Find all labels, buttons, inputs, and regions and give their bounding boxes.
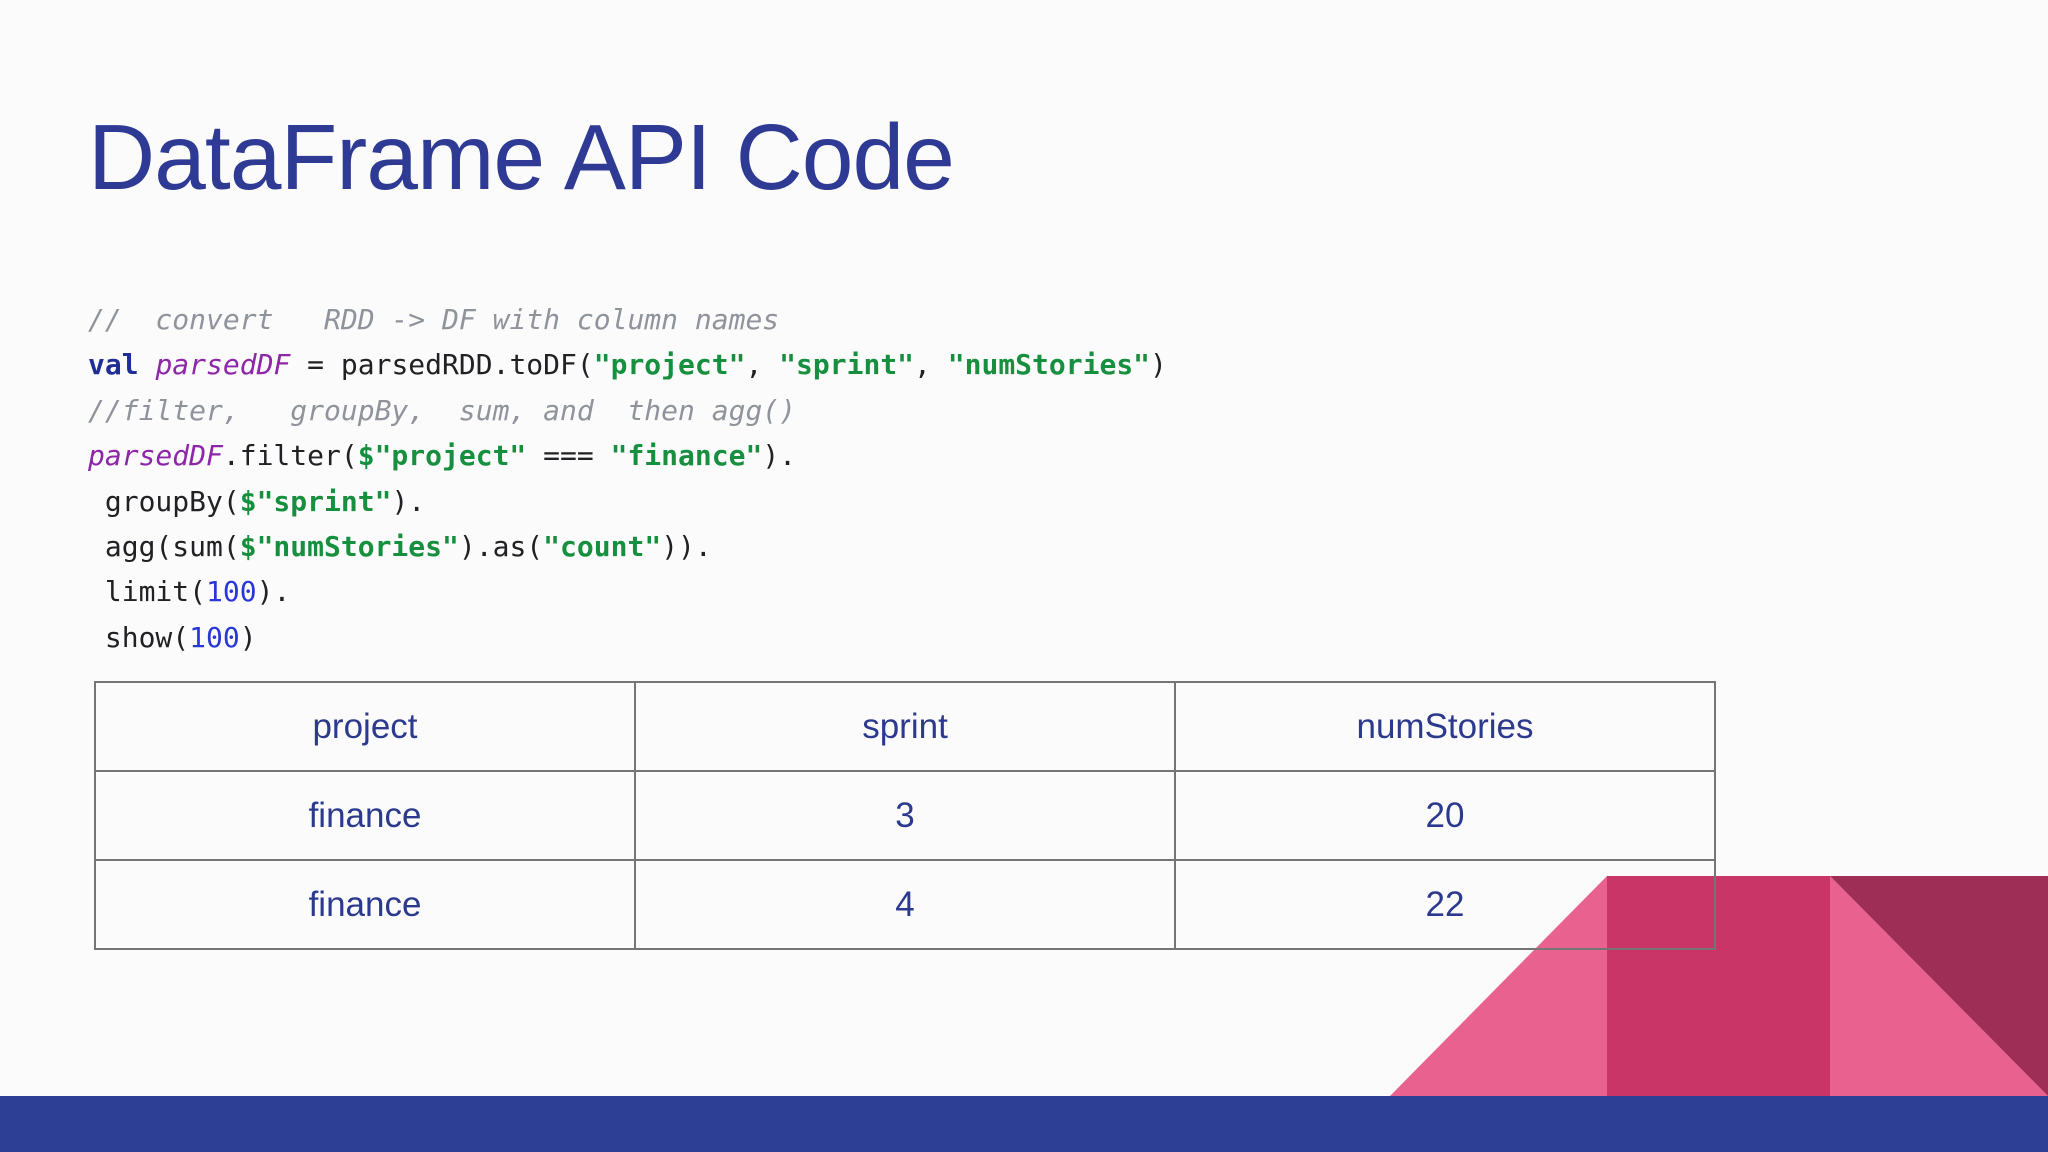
table-cell: finance — [94, 770, 636, 861]
code-token-pl: groupBy( — [88, 484, 240, 518]
code-token-pl: limit( — [88, 575, 207, 609]
table-cell: 3 — [634, 770, 1176, 861]
code-token-str: "numStories" — [947, 348, 1151, 382]
code-token-pl — [139, 348, 156, 381]
code-token-str: $"project" — [357, 439, 527, 473]
code-token-pl: = parsedRDD.toDF( — [290, 348, 594, 382]
code-token-pl: agg(sum( — [88, 529, 240, 563]
maroon-triangle-corner-shape — [1830, 876, 2048, 1096]
code-token-cm: // convert RDD -> DF with column names — [88, 303, 780, 336]
code-line: parsedDF.filter($"project" === "finance"… — [88, 433, 1167, 478]
code-token-num: 100 — [206, 575, 257, 609]
code-line: val parsedDF = parsedRDD.toDF("project",… — [88, 342, 1167, 387]
code-line: groupBy($"sprint"). — [88, 479, 1167, 524]
code-token-pl: )). — [661, 529, 712, 563]
table-header-cell: numStories — [1174, 681, 1716, 772]
code-line: // convert RDD -> DF with column names — [88, 297, 1167, 342]
bottom-blue-bar — [0, 1096, 2048, 1152]
table-header-cell: project — [94, 681, 636, 772]
code-token-pl: .filter( — [222, 439, 358, 473]
code-token-pl: ).as( — [458, 529, 544, 563]
table-header-cell: sprint — [634, 681, 1176, 772]
code-token-pl: , — [914, 348, 948, 382]
code-line: //filter, groupBy, sum, and then agg() — [88, 388, 1167, 433]
code-token-cm: //filter, groupBy, sum, and then agg() — [88, 393, 797, 427]
code-token-pl: ) — [1150, 348, 1167, 382]
code-token-str: $"numStories" — [239, 529, 459, 563]
code-token-str: "sprint" — [779, 348, 915, 382]
code-block: // convert RDD -> DF with column names va… — [88, 297, 1167, 660]
code-token-pl: === — [526, 439, 611, 473]
slide-title: DataFrame API Code — [88, 105, 955, 209]
code-token-pl: ). — [256, 575, 291, 609]
code-token-pl: ). — [762, 439, 797, 473]
code-token-pl: show( — [88, 620, 190, 654]
code-token-var: parsedDF — [155, 348, 291, 382]
code-line: agg(sum($"numStories").as("count")). — [88, 524, 1167, 569]
code-token-str: "project" — [593, 348, 746, 382]
code-token-pl: ) — [239, 620, 257, 654]
code-token-kw: val — [88, 348, 139, 382]
code-token-str: $"sprint" — [239, 484, 392, 518]
table-cell: 22 — [1174, 859, 1716, 950]
code-token-num: 100 — [189, 620, 240, 654]
table-cell: 4 — [634, 859, 1176, 950]
code-token-str: "count" — [543, 529, 662, 563]
code-token-pl: ). — [391, 484, 426, 518]
code-line: show(100) — [88, 615, 1167, 660]
table-cell: finance — [94, 859, 636, 950]
table-cell: 20 — [1174, 770, 1716, 861]
code-token-pl: , — [745, 348, 780, 382]
code-line: limit(100). — [88, 569, 1167, 614]
code-token-str: "finance" — [610, 439, 763, 473]
code-token-var: parsedDF — [88, 439, 223, 473]
